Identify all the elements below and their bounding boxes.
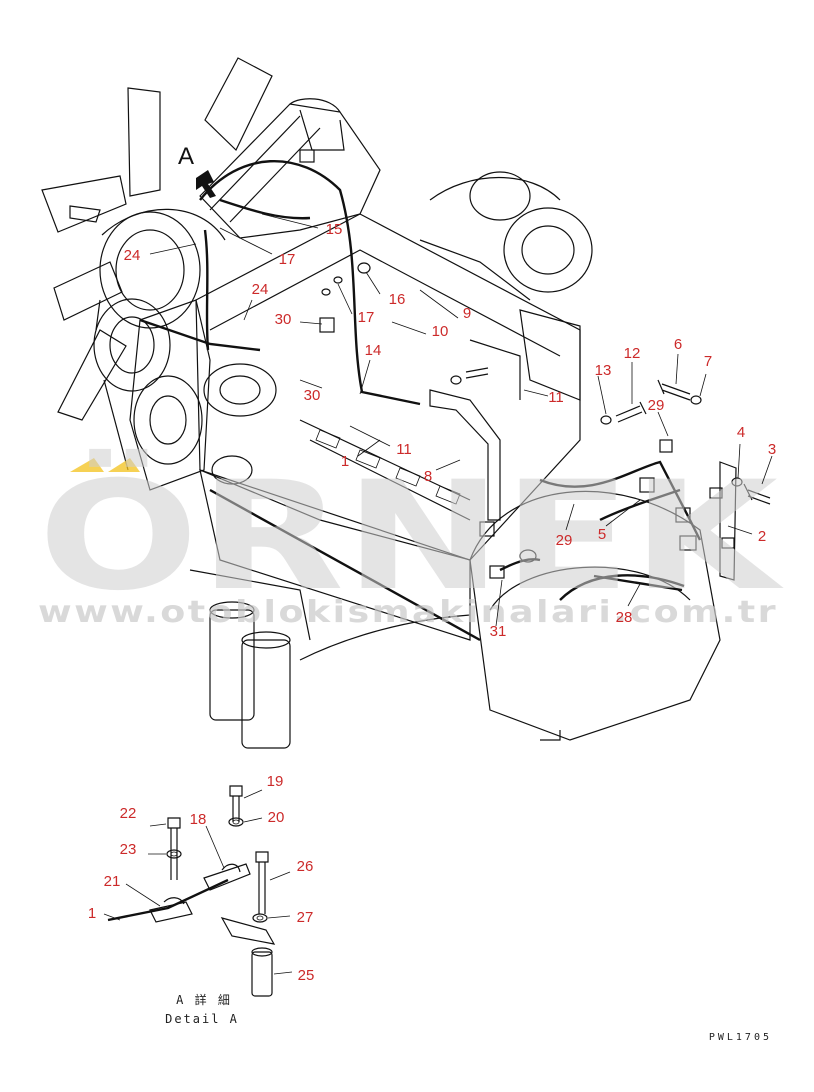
- callout-label: 4: [737, 424, 745, 441]
- callout-label: 14: [365, 342, 382, 359]
- watermark: ÖRNEK www.otoblokismakinalari.com.tr: [38, 448, 784, 630]
- callout-label: 7: [704, 353, 712, 370]
- view-marker-letter: A: [178, 143, 194, 170]
- callout-label: 24: [252, 281, 269, 298]
- callout-label: 13: [595, 362, 612, 379]
- callout-label: 20: [268, 809, 285, 826]
- callout-label: 21: [104, 873, 121, 890]
- callout-label: 11: [548, 389, 564, 406]
- callout-label: 30: [275, 311, 292, 328]
- callout-label: 30: [304, 387, 321, 404]
- callout-label: 26: [297, 858, 314, 875]
- callout-label: 11: [396, 441, 412, 458]
- view-arrow-icon: [196, 170, 216, 198]
- callout-label: 27: [297, 909, 314, 926]
- detail-caption-jp: A 詳 細: [176, 992, 232, 1007]
- detail-caption-en: Detail A: [165, 1012, 239, 1026]
- callout-label: 28: [616, 609, 633, 626]
- callout-label: 8: [424, 468, 432, 485]
- callout-label: 19: [267, 773, 284, 790]
- callout-label: 31: [490, 623, 507, 640]
- callout-label: 10: [432, 323, 449, 340]
- callout-label: 15: [326, 221, 343, 238]
- callout-label: 17: [279, 251, 296, 268]
- callout-label: 1: [88, 905, 96, 922]
- callout-label: 29: [556, 532, 573, 549]
- callout-label: 17: [358, 309, 375, 326]
- callout-label: 2: [758, 528, 766, 545]
- drawing-code: PWL1705: [709, 1032, 772, 1043]
- callout-layer: 24 15 17 16 17 24 30 10 9 14 30 11 11 1 …: [124, 213, 776, 640]
- watermark-accent-right: [108, 458, 140, 472]
- callout-label: 5: [598, 526, 606, 543]
- callout-label: 3: [768, 441, 776, 458]
- detail-a: [103, 785, 293, 997]
- callout-label: 25: [298, 967, 315, 984]
- callout-label: 24: [124, 247, 141, 264]
- watermark-accent-left: [70, 458, 104, 472]
- callout-label: 18: [190, 811, 207, 828]
- callout-label: 1: [341, 453, 349, 470]
- callout-label: 22: [120, 805, 137, 822]
- callout-label: 9: [463, 305, 471, 322]
- callout-label: 6: [674, 336, 682, 353]
- engine-drawing: [41, 57, 771, 749]
- watermark-url: www.otoblokismakinalari.com.tr: [38, 595, 778, 630]
- watermark-brand: ÖRNEK: [38, 448, 784, 624]
- callout-label: 29: [648, 397, 665, 414]
- callout-label: 16: [389, 291, 406, 308]
- callout-label: 23: [120, 841, 137, 858]
- callout-label: 12: [624, 345, 641, 362]
- detail-callouts: 19 22 18 20 23 26 21 1 27 25 A 詳 細 Detai…: [88, 773, 315, 1026]
